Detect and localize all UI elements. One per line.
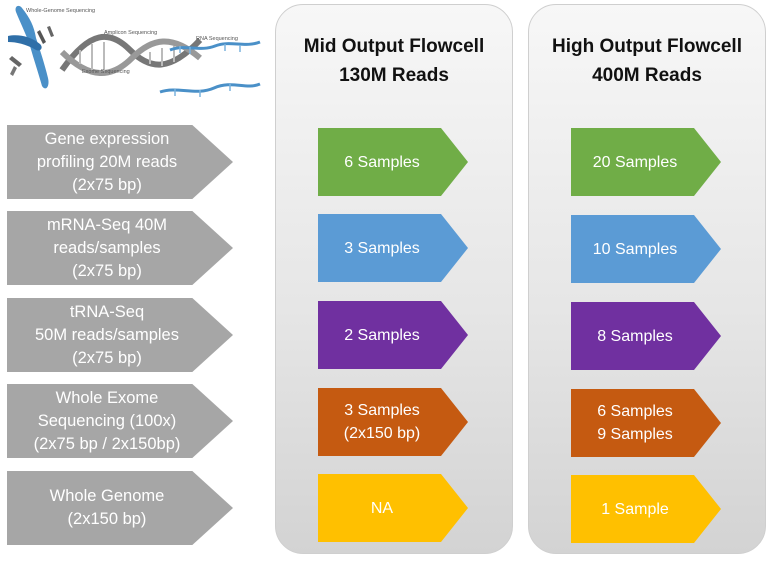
sample-count: 8 Samples <box>597 327 673 345</box>
mid-samples-gene-expression: 6 Samples <box>318 128 468 196</box>
mid-title-line1: Mid Output Flowcell <box>303 36 485 57</box>
row-label-line: profiling 20M reads <box>36 152 178 171</box>
high-output-column: High Output Flowcell 400M Reads <box>528 4 766 554</box>
label-amplicon: Amplicon Sequencing <box>104 30 157 36</box>
sample-count: 3 Samples <box>344 402 420 419</box>
row-label-line: Gene expression <box>44 129 170 148</box>
row-label-line: (2x75 bp) <box>72 175 142 194</box>
high-output-title: High Output Flowcell 400M Reads <box>529 32 765 90</box>
label-wgs: Whole-Genome Sequencing <box>26 8 95 14</box>
sample-count: 1 Sample <box>601 500 669 518</box>
row-label-gene-expression: Gene expression profiling 20M reads (2x7… <box>7 125 233 199</box>
sample-count: 9 Samples <box>597 426 673 443</box>
sample-count: NA <box>370 499 394 517</box>
mid-samples-trna-seq: 2 Samples <box>318 301 468 369</box>
row-label-line: 50M reads/samples <box>35 325 179 344</box>
high-samples-whole-exome: 6 Samples 9 Samples <box>571 389 721 457</box>
row-label-whole-exome: Whole Exome Sequencing (100x) (2x75 bp /… <box>7 384 233 458</box>
sample-count: 2 Samples <box>344 326 420 344</box>
high-samples-trna-seq: 8 Samples <box>571 302 721 370</box>
high-samples-gene-expression: 20 Samples <box>571 128 721 196</box>
high-title-line1: High Output Flowcell <box>552 36 742 57</box>
sample-count: 6 Samples <box>344 153 420 171</box>
row-label-line: Whole Exome <box>55 388 159 407</box>
row-label-line: Sequencing (100x) <box>37 411 177 430</box>
row-label-line: tRNA-Seq <box>69 302 145 321</box>
row-label-line: (2x75 bp) <box>72 348 142 367</box>
mid-samples-whole-exome: 3 Samples (2x150 bp) <box>318 388 468 456</box>
row-label-line: reads/samples <box>53 238 161 257</box>
mid-output-title: Mid Output Flowcell 130M Reads <box>276 32 512 90</box>
mid-samples-mrna-seq: 3 Samples <box>318 214 468 282</box>
row-label-mrna-seq: mRNA-Seq 40M reads/samples (2x75 bp) <box>7 211 233 285</box>
row-label-whole-genome: Whole Genome (2x150 bp) <box>7 471 233 545</box>
high-samples-whole-genome: 1 Sample <box>571 475 721 543</box>
row-label-line: (2x75 bp) <box>72 261 142 280</box>
sample-read-length: (2x150 bp) <box>343 425 421 442</box>
dna-chromosome-icon: Whole-Genome Sequencing Amplicon Sequenc… <box>8 5 261 97</box>
row-label-line: Whole Genome <box>49 487 165 505</box>
row-label-line: mRNA-Seq 40M <box>46 215 168 234</box>
row-label-trna-seq: tRNA-Seq 50M reads/samples (2x75 bp) <box>7 298 233 372</box>
sample-count: 6 Samples <box>597 403 673 420</box>
sample-count: 20 Samples <box>592 153 678 171</box>
high-title-line2: 400M Reads <box>592 65 702 86</box>
mid-samples-whole-genome: NA <box>318 474 468 542</box>
label-rna: RNA Sequencing <box>196 36 238 42</box>
sample-count: 3 Samples <box>344 239 420 257</box>
row-label-line: (2x150 bp) <box>67 510 147 528</box>
sequencing-illustration: Whole-Genome Sequencing Amplicon Sequenc… <box>0 0 262 110</box>
high-samples-mrna-seq: 10 Samples <box>571 215 721 283</box>
mid-title-line2: 130M Reads <box>339 65 449 86</box>
sample-count: 10 Samples <box>592 240 678 258</box>
label-exome: Exome Sequencing <box>82 69 130 75</box>
row-label-line: (2x75 bp / 2x150bp) <box>33 434 181 453</box>
